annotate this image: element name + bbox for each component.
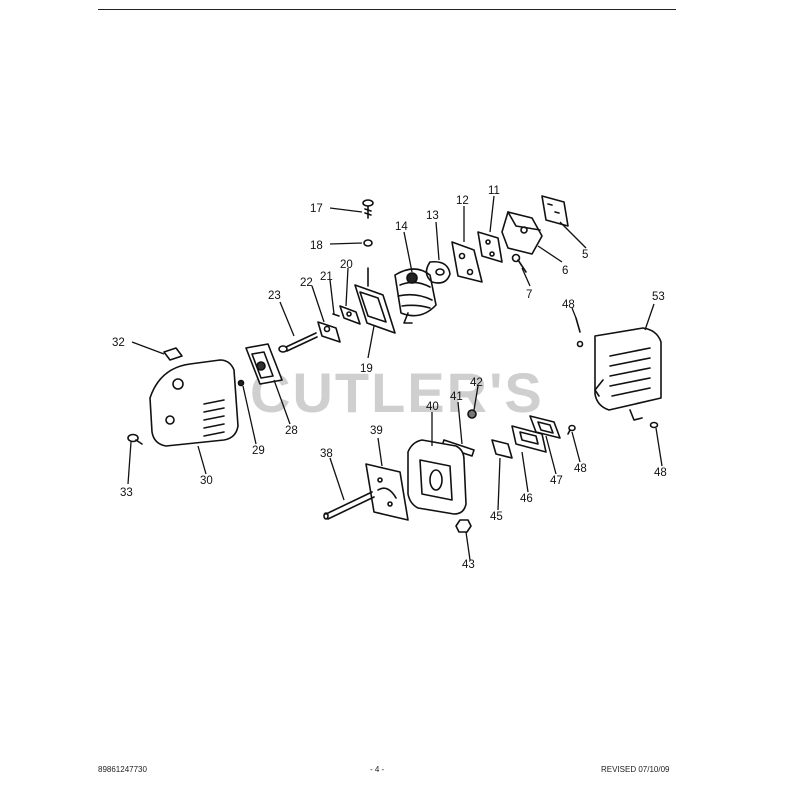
callout-33: 33 [120, 487, 133, 499]
callout-12: 12 [456, 195, 469, 207]
part-intake-19 [354, 267, 396, 334]
callout-13: 13 [426, 210, 439, 222]
callout-48-top: 48 [562, 299, 575, 311]
part-gasket-11 [477, 231, 503, 263]
part-screw-48c [649, 421, 659, 429]
part-carburetor-14 [394, 268, 437, 324]
callout-48-right: 48 [654, 467, 667, 479]
part-gasket-20 [339, 305, 361, 325]
leader-lines [127, 195, 663, 561]
watermark-text: CUTLER'S [250, 361, 544, 424]
callout-45: 45 [490, 511, 503, 523]
part-gasket-39 [365, 463, 409, 521]
part-bolt-7 [511, 253, 527, 273]
part-bolt-23 [278, 332, 318, 353]
callout-18: 18 [310, 240, 323, 252]
callout-19: 19 [360, 363, 373, 375]
callout-21: 21 [320, 271, 333, 283]
footer-page-number: - 4 - [370, 765, 385, 774]
callout-20: 20 [340, 259, 353, 271]
callout-labels: 17 18 14 13 12 11 5 6 7 20 21 22 23 19 3… [112, 185, 667, 571]
part-cap-32 [163, 347, 183, 361]
part-muffler-cover-53 [594, 327, 662, 421]
part-air-filter-6 [501, 211, 543, 255]
part-plate-47 [529, 415, 561, 439]
part-nut-42 [467, 409, 477, 419]
part-screw-17 [362, 199, 374, 219]
callout-5: 5 [582, 249, 588, 261]
part-screw-48b [567, 424, 576, 435]
callout-11: 11 [488, 185, 500, 197]
part-engine-cover-30 [149, 359, 239, 447]
part-screw-48a [575, 317, 584, 348]
part-screw-33 [127, 433, 143, 445]
part-gasket-13 [425, 260, 451, 284]
part-screw-29 [237, 379, 245, 387]
part-cover-5 [541, 195, 569, 227]
part-nut-43 [455, 519, 472, 533]
callout-7: 7 [526, 289, 532, 301]
part-plate-12 [451, 241, 483, 283]
callout-22: 22 [300, 277, 313, 289]
part-gasket-46 [511, 425, 547, 453]
callout-42: 42 [470, 377, 483, 389]
part-muffler-40 [407, 439, 467, 515]
callout-53: 53 [652, 291, 665, 303]
callout-17: 17 [310, 203, 323, 215]
callout-41: 41 [450, 391, 463, 403]
callout-38: 38 [320, 448, 333, 460]
callout-48-mid: 48 [574, 463, 587, 475]
part-rod-38 [323, 491, 375, 520]
part-washer-18 [363, 239, 373, 247]
part-bracket-22 [317, 321, 341, 343]
callout-28: 28 [285, 425, 298, 437]
callout-46: 46 [520, 493, 533, 505]
callout-14: 14 [395, 221, 408, 233]
callout-6: 6 [562, 265, 568, 277]
footer-part-number: 89861247730 [98, 765, 147, 774]
footer-revision-date: REVISED 07/10/09 [601, 765, 670, 774]
callout-39: 39 [370, 425, 383, 437]
callout-43: 43 [462, 559, 475, 571]
callout-32: 32 [112, 337, 125, 349]
callout-40: 40 [426, 401, 439, 413]
part-gasket-21 [332, 313, 340, 317]
top-rule [98, 9, 676, 10]
part-plate-45 [491, 439, 513, 459]
callout-23: 23 [268, 290, 281, 302]
callout-30: 30 [200, 475, 213, 487]
callout-47: 47 [550, 475, 563, 487]
part-plate-28 [245, 343, 283, 385]
callout-29: 29 [252, 445, 265, 457]
